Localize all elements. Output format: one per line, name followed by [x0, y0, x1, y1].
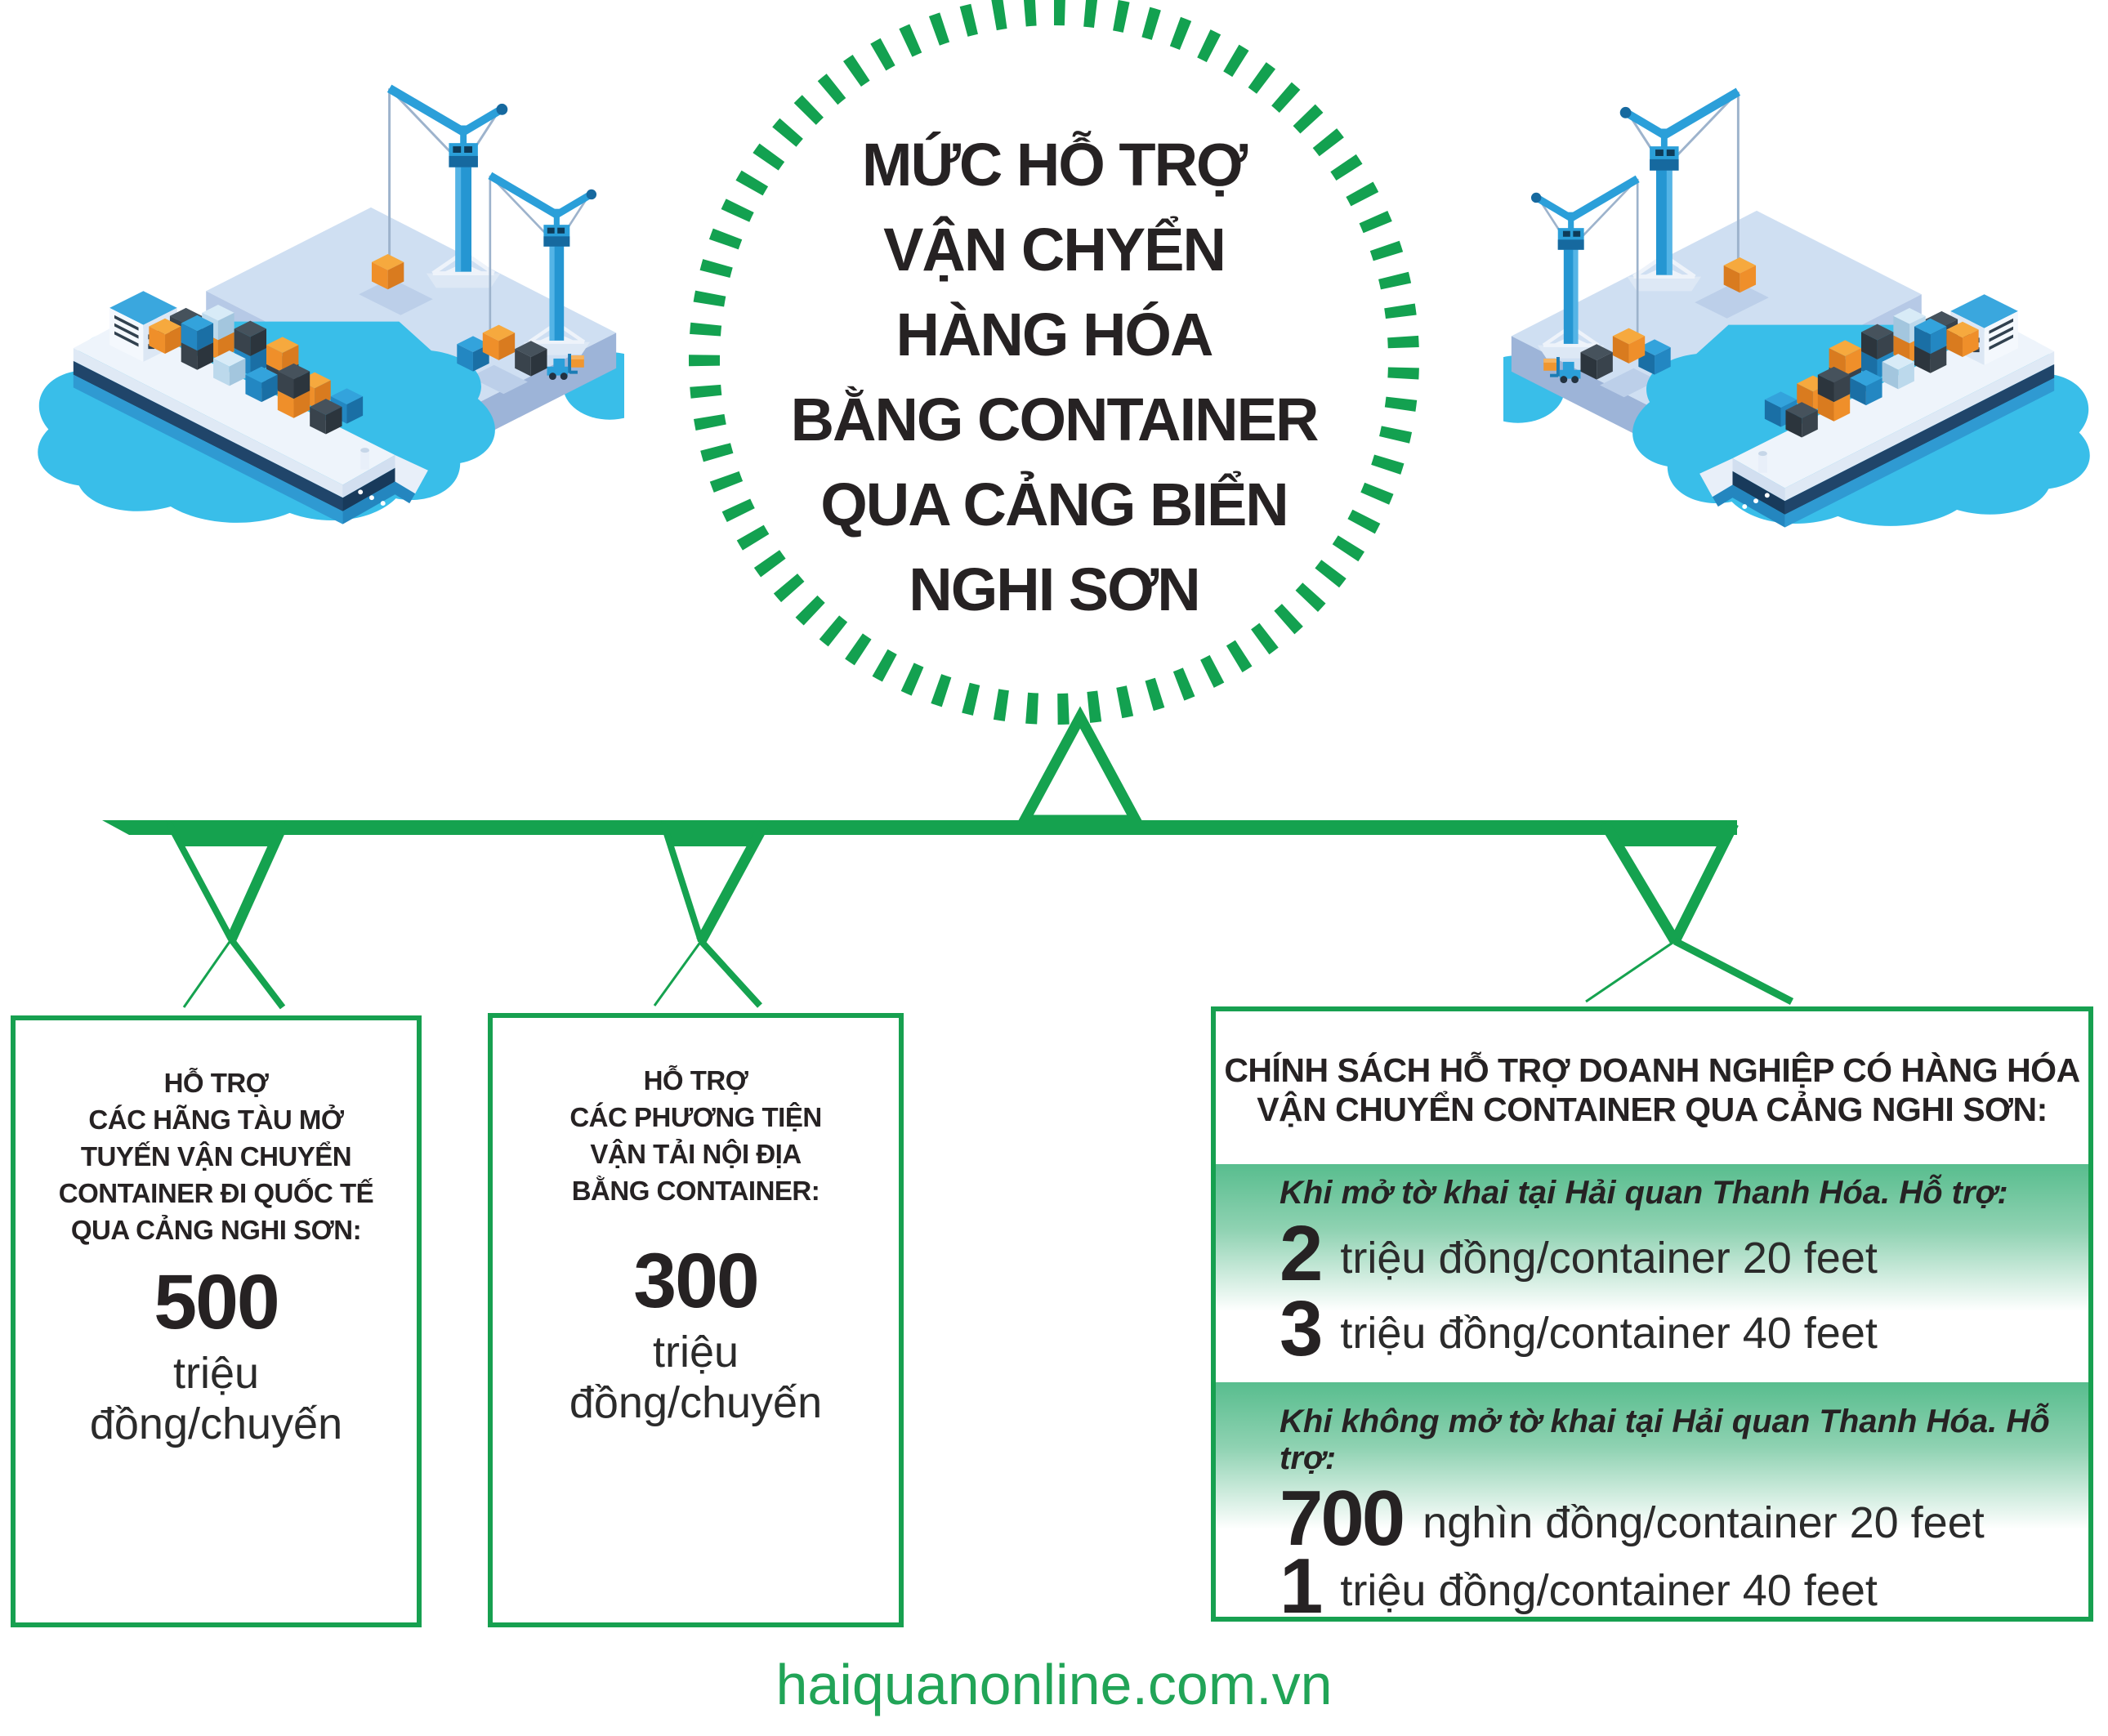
support-text: triệu đồng/container 20 feet: [1340, 1234, 1878, 1283]
support-amount: 700: [1280, 1475, 1405, 1562]
unit-line: triệu: [172, 1349, 260, 1398]
support-text: triệu đồng/container 40 feet: [1340, 1309, 1878, 1358]
title-line: VẬN CHYỂN: [883, 216, 1226, 283]
case-label-not-declared: Khi không mở tờ khai tại Hải quan Thanh …: [1280, 1404, 2050, 1476]
box-enterprise-policy: CHÍNH SÁCH HỖ TRỢ DOANH NGHIỆP CÓ HÀNG H…: [1211, 1006, 2093, 1626]
title-line: QUA CẢNG BIỂN: [820, 471, 1289, 538]
support-amount: 3: [1280, 1285, 1323, 1372]
gradient-band-not-declared: [1216, 1382, 2088, 1546]
heading-line: CONTAINER ĐI QUỐC TẾ: [58, 1178, 374, 1208]
support-row: 3 triệu đồng/container 40 feet: [1280, 1287, 2072, 1372]
gradient-band-declared: [1216, 1164, 2088, 1328]
title-line: BẰNG CONTAINER: [790, 386, 1320, 453]
heading-line: BẰNG CONTAINER:: [571, 1176, 820, 1206]
footer: haiquanonline.com.vn: [0, 1652, 2108, 1717]
heading-line: HỖ TRỢ: [163, 1068, 269, 1098]
support-row: 2 triệu đồng/container 20 feet: [1280, 1212, 2072, 1296]
website-link[interactable]: haiquanonline.com.vn: [775, 1653, 1333, 1716]
support-amount: 300: [633, 1238, 760, 1324]
box-heading: HỖ TRỢ CÁC HÃNG TÀU MỞ TUYẾN VẬN CHUYỂN …: [58, 1064, 374, 1248]
heading-line: VẬN CHUYỂN CONTAINER QUA CẢNG NGHI SƠN:: [1257, 1091, 2048, 1128]
unit-line: đồng/chuyến: [569, 1378, 823, 1427]
amount-unit: triệu đồng/chuyến: [90, 1348, 342, 1449]
support-row: 700 nghìn đồng/container 20 feet: [1280, 1476, 2072, 1561]
box-domestic-transport-support: HỖ TRỢ CÁC PHƯƠNG TIỆN VẬN TẢI NỘI ĐỊA B…: [488, 1013, 904, 1627]
page-title: MỨC HỖ TRỢ VẬN CHYỂN HÀNG HÓA BẰNG CONTA…: [719, 123, 1389, 632]
port-illustration-left: [13, 78, 624, 529]
case-label-declared: Khi mở tờ khai tại Hải quan Thanh Hóa. H…: [1280, 1175, 2008, 1211]
unit-line: triệu: [652, 1328, 739, 1377]
support-amount: 1: [1280, 1542, 1323, 1630]
support-amount: 2: [1280, 1210, 1323, 1297]
box-shipping-lines-support: HỖ TRỢ CÁC HÃNG TÀU MỞ TUYẾN VẬN CHUYỂN …: [11, 1015, 422, 1627]
support-amount: 500: [154, 1259, 280, 1346]
box-heading: CHÍNH SÁCH HỖ TRỢ DOANH NGHIỆP CÓ HÀNG H…: [1216, 1051, 2088, 1129]
heading-line: QUA CẢNG NGHI SƠN:: [70, 1215, 362, 1245]
unit-line: đồng/chuyến: [89, 1399, 343, 1448]
dotted-circle-ring: [689, 0, 1419, 725]
heading-line: TUYẾN VẬN CHUYỂN: [80, 1141, 352, 1171]
support-row: 1 triệu đồng/container 40 feet: [1280, 1547, 2072, 1626]
support-text: nghìn đồng/container 20 feet: [1422, 1498, 1985, 1547]
title-line: NGHI SƠN: [909, 556, 1200, 623]
amount-unit: triệu đồng/chuyến: [569, 1327, 822, 1428]
support-text: triệu đồng/container 40 feet: [1340, 1566, 1878, 1615]
title-line: HÀNG HÓA: [895, 301, 1214, 368]
heading-line: CÁC PHƯƠNG TIỆN: [569, 1102, 822, 1132]
title-line: MỨC HỖ TRỢ: [861, 131, 1248, 199]
heading-line: CÁC HÃNG TÀU MỞ: [88, 1105, 344, 1135]
heading-line: CHÍNH SÁCH HỖ TRỢ DOANH NGHIỆP CÓ HÀNG H…: [1224, 1051, 2080, 1089]
port-illustration-right: [1503, 82, 2108, 533]
heading-line: VẬN TẢI NỘI ĐỊA: [590, 1139, 802, 1169]
heading-line: HỖ TRỢ: [643, 1065, 748, 1096]
box-heading: HỖ TRỢ CÁC PHƯƠNG TIỆN VẬN TẢI NỘI ĐỊA B…: [569, 1062, 822, 1209]
